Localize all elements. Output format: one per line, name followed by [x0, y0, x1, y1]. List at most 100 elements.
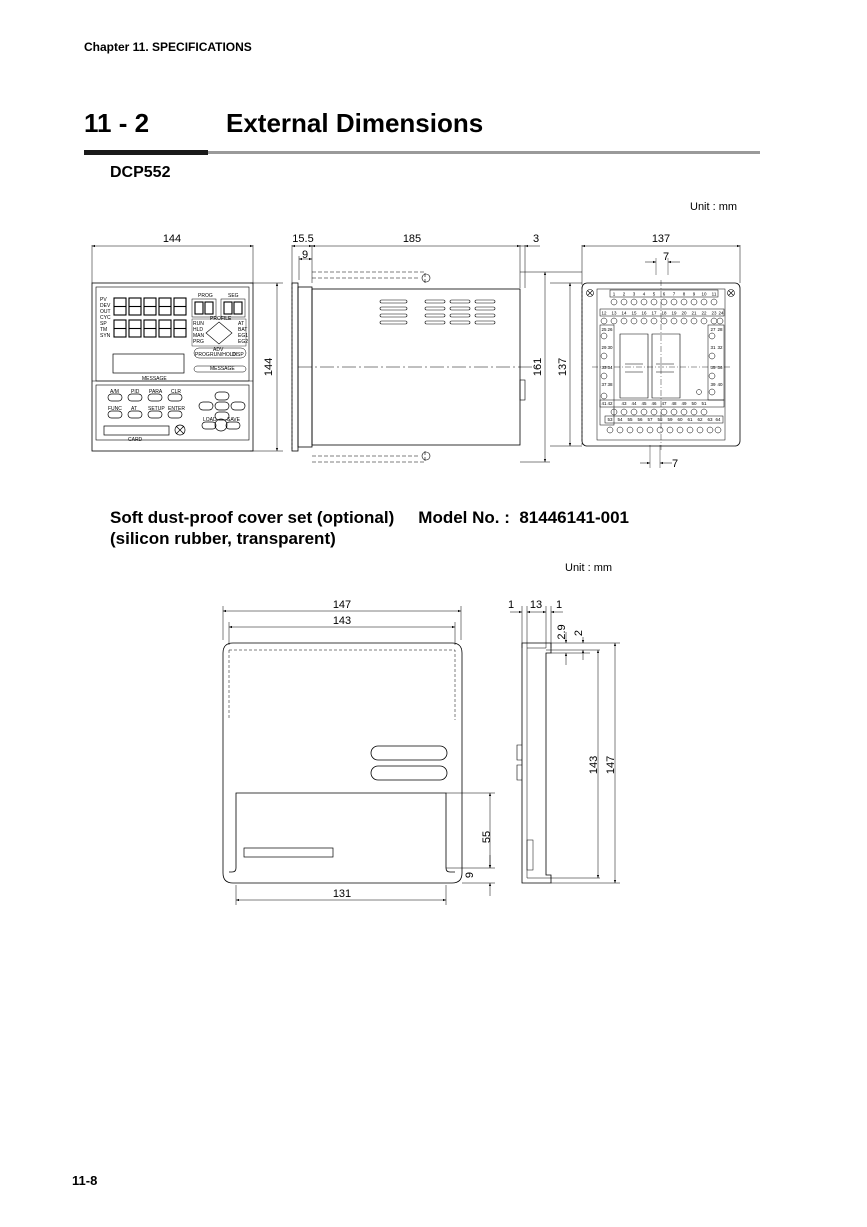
load-label: LOAD [203, 417, 217, 423]
model-title: DCP552 [110, 164, 171, 181]
svg-text:24: 24 [718, 311, 724, 316]
key-label: FUNC [108, 406, 122, 412]
svg-text:27: 27 [710, 327, 716, 332]
svg-text:21: 21 [691, 311, 697, 316]
status-label: MAN [193, 333, 205, 339]
status-label: RUN [193, 321, 204, 327]
svg-text:14: 14 [621, 311, 627, 316]
svg-text:9: 9 [693, 292, 696, 297]
svg-text:29: 29 [601, 345, 607, 350]
svg-text:20: 20 [681, 311, 687, 316]
front-width-label: 144 [163, 233, 181, 245]
key-label: AT [131, 406, 137, 412]
status-label: HLD [193, 327, 203, 333]
svg-text:31: 31 [710, 345, 716, 350]
svg-text:43: 43 [621, 401, 627, 406]
rear-width-label: 137 [652, 233, 670, 245]
cover-dim-9: 9 [464, 872, 476, 878]
prog-key-label: PROG [195, 352, 210, 358]
unit-label-top: Unit : mm [690, 201, 738, 213]
side-dim-3: 3 [533, 233, 539, 245]
svg-text:5: 5 [653, 292, 656, 297]
status-label: PRG [193, 339, 204, 345]
cover-dim-55: 55 [481, 831, 493, 843]
status-label: EG2 [238, 339, 248, 345]
status-label: EG1 [238, 333, 248, 339]
key-label: PARA [149, 389, 163, 395]
svg-text:11: 11 [712, 292, 717, 297]
svg-text:10: 10 [701, 292, 707, 297]
svg-text:61: 61 [687, 417, 693, 422]
side-dim-137: 137 [557, 358, 569, 376]
svg-text:4: 4 [643, 292, 646, 297]
svg-text:63: 63 [707, 417, 713, 422]
title-rule-gray [208, 151, 760, 154]
key-label: SETUP [148, 406, 165, 412]
cover-side-view [510, 606, 620, 884]
svg-text:30: 30 [607, 345, 613, 350]
svg-text:64: 64 [715, 417, 721, 422]
rear-bottom-7: 7 [672, 458, 678, 470]
svg-text:17: 17 [651, 311, 657, 316]
cover-dim-147: 147 [333, 599, 351, 611]
svg-text:36: 36 [717, 365, 723, 370]
svg-text:59: 59 [667, 417, 673, 422]
led-label: PV [100, 297, 107, 303]
front-view [91, 244, 283, 452]
svg-text:13: 13 [611, 311, 617, 316]
svg-text:6: 6 [663, 292, 666, 297]
svg-text:26: 26 [607, 327, 613, 332]
seg-label: SEG [228, 293, 239, 299]
chapter-header: Chapter 11. SPECIFICATIONS [84, 40, 252, 54]
svg-text:18: 18 [661, 311, 667, 316]
svg-text:44: 44 [631, 401, 637, 406]
side-view-labels: 15.5 185 3 9 161 137 [292, 233, 569, 376]
svg-text:16: 16 [641, 311, 647, 316]
svg-text:15: 15 [631, 311, 637, 316]
svg-text:55: 55 [627, 417, 633, 422]
message-key-label: MESSAGE [210, 366, 235, 372]
svg-text:28: 28 [717, 327, 723, 332]
status-label: AT [238, 321, 244, 327]
cover-front-view [222, 606, 495, 905]
key-label: PID [131, 389, 140, 395]
svg-text:40: 40 [717, 382, 723, 387]
svg-text:22: 22 [701, 311, 707, 316]
cover-title: Soft dust-proof cover set (optional)Mode… [110, 507, 629, 549]
front-view-labels: 144 144 PV DEV OUT CYC SP TM SYN PROG SE… [100, 233, 275, 443]
svg-text:38: 38 [607, 382, 613, 387]
unit-label-cover: Unit : mm [565, 562, 613, 574]
svg-text:2: 2 [623, 292, 626, 297]
runhold-label: RUN/HOLD [210, 352, 237, 358]
side-dim-185: 185 [403, 233, 421, 245]
svg-text:48: 48 [671, 401, 677, 406]
section-number: 11 - 2 [84, 108, 150, 138]
cover-side-dim-1b: 1 [556, 599, 562, 611]
svg-text:34: 34 [607, 365, 613, 370]
svg-text:32: 32 [717, 345, 723, 350]
cover-model-label: Model No. : [418, 508, 510, 527]
status-label: BAT [238, 327, 247, 333]
disp-label: DISP [232, 352, 244, 358]
prog-label: PROG [198, 293, 213, 299]
svg-text:45: 45 [641, 401, 647, 406]
svg-text:58: 58 [657, 417, 663, 422]
svg-text:46: 46 [651, 401, 657, 406]
svg-text:25: 25 [601, 327, 607, 332]
side-dim-9: 9 [302, 249, 308, 261]
cover-dim-131: 131 [333, 888, 351, 900]
svg-text:62: 62 [697, 417, 703, 422]
led-label: SYN [100, 333, 111, 339]
svg-text:51: 51 [701, 401, 707, 406]
front-height-label: 144 [263, 358, 275, 376]
svg-text:53: 53 [607, 417, 613, 422]
rear-top-7: 7 [663, 251, 669, 263]
svg-text:1: 1 [613, 292, 616, 297]
svg-text:7: 7 [673, 292, 676, 297]
svg-text:37: 37 [601, 382, 607, 387]
message-label: MESSAGE [142, 376, 167, 382]
